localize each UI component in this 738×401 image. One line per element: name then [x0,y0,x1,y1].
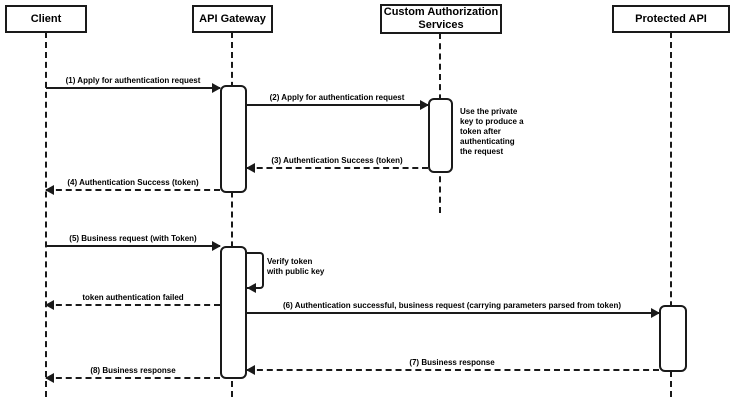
message-7-label: (7) Business response [409,358,495,367]
message-6-label: (6) Authentication successful, business … [282,301,622,310]
note-private-key: Use the private key to produce a token a… [460,107,524,156]
lifeline-protected-api [670,32,672,397]
participant-client: Client [5,5,87,33]
message-4-label: (4) Authentication Success (token) [67,178,199,187]
participant-client-label: Client [30,12,62,25]
participant-custom-authorization-services: Custom Authorization Services [380,4,502,34]
message-5-label: (5) Business request (with Token) [69,234,197,243]
message-3-line [247,167,428,169]
arrowhead-right-icon [212,83,221,93]
participant-api-gateway: API Gateway [192,5,273,33]
activation-api-gateway-auth [220,85,247,193]
activation-protected-api [659,305,687,372]
participant-protected-api: Protected API [612,5,730,33]
arrowhead-left-icon [246,365,255,375]
self-message-verify-token-arrow [247,252,264,293]
arrowhead-left-icon [45,185,54,195]
participant-api-gateway-label: API Gateway [199,12,266,25]
message-3-label: (3) Authentication Success (token) [271,156,403,165]
arrowhead-right-icon [651,308,660,318]
message-7-line [247,369,659,371]
message-2-label: (2) Apply for authentication request [269,93,405,102]
message-token-failed-line [46,304,220,306]
lifeline-api-gateway [231,32,233,397]
activation-api-gateway-business [220,246,247,379]
arrowhead-left-icon [246,163,255,173]
message-8-line [46,377,220,379]
message-2-line [247,104,428,106]
participant-protected-api-label: Protected API [635,12,707,25]
participant-custom-authorization-services-label: Custom Authorization Services [383,6,499,31]
arrowhead-left-icon [247,283,256,293]
message-1-label: (1) Apply for authentication request [65,76,201,85]
lifeline-client [45,32,47,397]
arrowhead-left-icon [45,373,54,383]
message-4-line [46,189,220,191]
message-token-failed-label: token authentication failed [82,293,184,302]
message-1-line [46,87,220,89]
activation-custom-authorization-services [428,98,453,173]
self-message-verify-token-label: Verify token with public key [267,257,325,276]
arrowhead-left-icon [45,300,54,310]
message-5-line [46,245,220,247]
arrowhead-right-icon [212,241,221,251]
message-6-line [247,312,659,314]
arrowhead-right-icon [420,100,429,110]
message-8-label: (8) Business response [90,366,176,375]
